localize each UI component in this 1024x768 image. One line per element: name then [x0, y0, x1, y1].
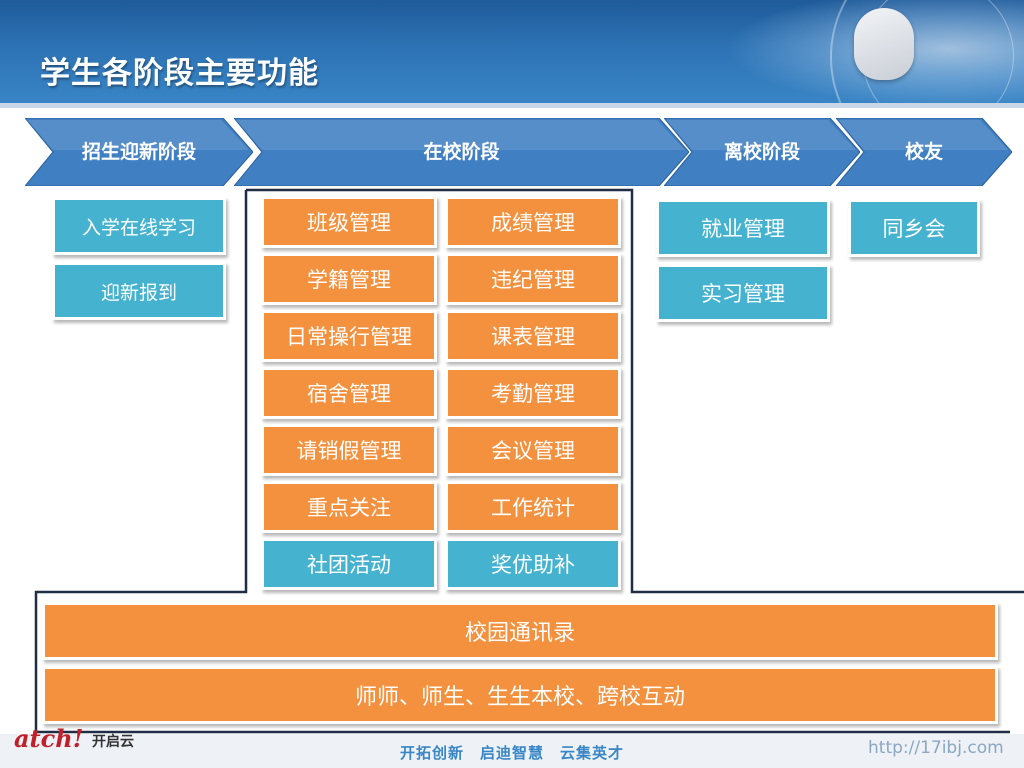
chevron-shape	[25, 118, 253, 186]
company-logo: atch!	[14, 724, 84, 753]
company-logo-text: 开启云	[92, 734, 134, 750]
stage-label: 招生迎新阶段	[81, 141, 196, 163]
footer-url[interactable]: http://17ibj.com	[868, 738, 1004, 758]
chevron-shape	[836, 118, 1012, 186]
stage-label: 在校阶段	[423, 141, 500, 163]
stage-label: 离校阶段	[723, 141, 800, 163]
header-banner	[0, 0, 1024, 108]
func-daily-conduct: 日常操行管理	[261, 310, 437, 362]
func-work-statistics: 工作统计	[445, 481, 621, 533]
func-attendance: 考勤管理	[445, 367, 621, 419]
func-dormitory: 宿舍管理	[261, 367, 437, 419]
func-hometown-association: 同乡会	[848, 199, 980, 257]
stage-on-campus: 在校阶段	[234, 118, 689, 186]
header-divider	[0, 103, 1024, 108]
func-discipline: 违纪管理	[445, 253, 621, 305]
func-employment: 就业管理	[656, 199, 830, 257]
func-freshman-registration: 迎新报到	[52, 262, 226, 320]
func-awards-aid: 奖优助补	[445, 538, 621, 590]
func-student-status: 学籍管理	[261, 253, 437, 305]
func-meetings: 会议管理	[445, 424, 621, 476]
func-interaction: 师师、师生、生生本校、跨校互动	[42, 666, 998, 724]
func-clubs: 社团活动	[261, 538, 437, 590]
footer-bar	[0, 734, 1024, 768]
func-online-study: 入学在线学习	[52, 197, 226, 255]
func-campus-directory: 校园通讯录	[42, 602, 998, 660]
page-title: 学生各阶段主要功能	[40, 56, 319, 91]
func-internship: 实习管理	[656, 264, 830, 322]
stage-leaving: 离校阶段	[664, 118, 860, 186]
chevron-shape	[664, 118, 860, 186]
func-timetable: 课表管理	[445, 310, 621, 362]
func-grades: 成绩管理	[445, 196, 621, 248]
func-leave-request: 请销假管理	[261, 424, 437, 476]
stage-enrollment: 招生迎新阶段	[25, 118, 253, 186]
chevron-shape	[234, 118, 689, 186]
func-class-management: 班级管理	[261, 196, 437, 248]
mouse-icon	[854, 8, 914, 80]
func-key-attention: 重点关注	[261, 481, 437, 533]
stage-label: 校友	[904, 141, 943, 163]
stage-alumni: 校友	[836, 118, 1012, 186]
footer-slogan: 开拓创新 启迪智慧 云集英才	[400, 744, 625, 762]
globe-decoration	[830, 0, 1024, 108]
